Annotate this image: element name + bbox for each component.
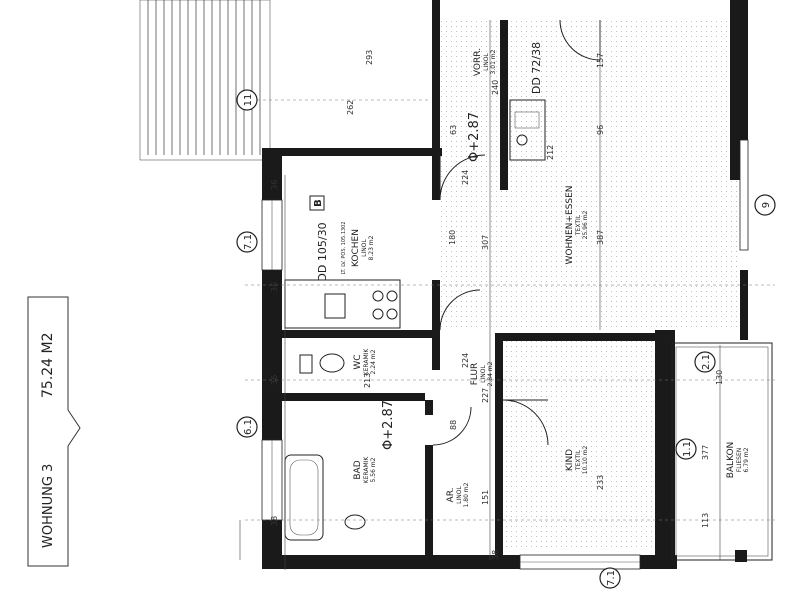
dim-63: 63 xyxy=(449,125,458,135)
svg-text:25.96 m2: 25.96 m2 xyxy=(582,210,589,239)
dim-180: 180 xyxy=(448,230,457,245)
svg-text:FLIESEN: FLIESEN xyxy=(736,448,743,472)
svg-text:3.01 m2: 3.01 m2 xyxy=(490,49,497,74)
svg-text:KOCHEN: KOCHEN xyxy=(351,229,361,267)
svg-text:5.56 m2: 5.56 m2 xyxy=(370,457,377,482)
dimension-lines xyxy=(239,20,721,570)
dim-36b: 36 xyxy=(270,282,279,292)
axis-marker-6-1: 6.1 xyxy=(236,416,258,438)
kind-floor-texture xyxy=(500,340,655,550)
svg-text:LINOL: LINOL xyxy=(483,53,490,71)
svg-text:TEXTIL: TEXTIL xyxy=(575,214,582,236)
room-label-vorr: VORR. LINOL 3.01 m2 xyxy=(473,48,497,76)
axis-marker-11: 11 xyxy=(236,89,258,111)
room-label-wc: WC KERAMIK 2.24 m2 xyxy=(353,348,377,376)
axis-marker-1-1: 1.1 xyxy=(675,438,697,460)
wc-fixture xyxy=(299,353,345,374)
svg-text:LINOL: LINOL xyxy=(480,365,487,383)
dim-157: 157 xyxy=(596,53,605,68)
dim-262: 262 xyxy=(346,100,355,115)
room-label-kochen: KOCHEN LINOL 8.23 m2 xyxy=(351,229,375,267)
kochen-note: LT. LV. POS. 105.1302 xyxy=(341,221,347,274)
svg-text:LINOL: LINOL xyxy=(361,239,368,257)
room-label-wohnen: WOHNEN+ESSEN TEXTIL 25.96 m2 xyxy=(565,186,589,265)
level-bad-label: Φ+2.87 xyxy=(381,400,396,450)
room-label-kind: KIND TEXTIL 10.10 m2 xyxy=(565,445,589,474)
room-label-flur: FLUR LINOL 2.84 m2 xyxy=(470,361,494,386)
svg-text:9: 9 xyxy=(761,202,772,208)
windows xyxy=(261,139,749,570)
dim-38b: 38 xyxy=(491,550,500,560)
svg-text:FLUR: FLUR xyxy=(470,363,480,386)
dim-38a: 38 xyxy=(270,516,279,526)
dim-387: 387 xyxy=(596,230,605,245)
svg-text:11: 11 xyxy=(243,94,254,107)
dim-377: 377 xyxy=(701,445,710,460)
dim-224a: 224 xyxy=(461,170,470,185)
svg-text:TEXTIL: TEXTIL xyxy=(575,449,582,471)
dim-113: 113 xyxy=(701,513,710,528)
unit-label-box xyxy=(27,296,81,567)
svg-text:B: B xyxy=(313,199,324,207)
dim-36c: 36 xyxy=(270,375,279,385)
svg-text:BAD: BAD xyxy=(353,460,363,479)
axis-marker-2-1: 2.1 xyxy=(694,351,716,373)
dim-307: 307 xyxy=(481,235,490,250)
svg-text:WC: WC xyxy=(353,354,363,369)
dim-293: 293 xyxy=(365,50,374,65)
room-label-ar: AR. LINOL 1.80 m2 xyxy=(446,482,470,507)
stair-hatching xyxy=(139,0,271,161)
dim-213: 213 xyxy=(363,373,372,388)
unit-label: WOHNUNG 3 xyxy=(41,464,56,548)
svg-text:AR.: AR. xyxy=(446,488,456,503)
stair-treads xyxy=(147,0,261,155)
room-label-balkon: BALKON FLIESEN 6.79 m2 xyxy=(726,442,750,479)
axis-marker-7-1-top: 7.1 xyxy=(236,231,258,253)
svg-text:7.1: 7.1 xyxy=(606,570,617,586)
svg-text:BALKON: BALKON xyxy=(726,442,736,479)
dim-88: 88 xyxy=(449,420,458,430)
svg-text:WOHNEN+ESSEN: WOHNEN+ESSEN xyxy=(565,186,575,265)
vorraum-cabinet xyxy=(509,99,546,161)
dd-kochen-label: DD 105/30 xyxy=(316,222,329,281)
svg-text:KIND: KIND xyxy=(565,449,575,471)
dim-151: 151 xyxy=(481,490,490,505)
room-label-bad: BAD KERAMIK 5.56 m2 xyxy=(353,456,377,484)
unit-area: 75.24 M2 xyxy=(40,332,56,398)
level-top-label: Φ+2.87 xyxy=(467,112,482,162)
svg-text:10.10 m2: 10.10 m2 xyxy=(582,445,589,474)
kitchen-fixtures xyxy=(284,279,401,329)
svg-text:2.24 m2: 2.24 m2 xyxy=(370,349,377,374)
dim-233: 233 xyxy=(596,475,605,490)
svg-text:7.1: 7.1 xyxy=(243,234,254,250)
svg-text:KERAMIK: KERAMIK xyxy=(363,348,370,376)
axis-marker-9: 9 xyxy=(754,194,776,216)
dim-240: 240 xyxy=(491,80,500,95)
dim-224b: 224 xyxy=(461,353,470,368)
axis-marker-7-1-bottom: 7.1 xyxy=(599,567,621,589)
dim-96: 96 xyxy=(596,125,605,135)
room-marker-b: B xyxy=(309,195,325,211)
dd-vorr-label: DD 72/38 xyxy=(530,42,543,94)
svg-text:6.1: 6.1 xyxy=(243,419,254,435)
svg-text:LINOL: LINOL xyxy=(456,486,463,504)
svg-text:2.84 m2: 2.84 m2 xyxy=(487,361,494,386)
svg-text:KERAMIK: KERAMIK xyxy=(363,456,370,484)
svg-text:1.1: 1.1 xyxy=(682,441,693,457)
svg-text:2.1: 2.1 xyxy=(701,354,712,370)
dim-130: 130 xyxy=(715,370,724,385)
axis-lines xyxy=(245,99,775,521)
dim-227: 227 xyxy=(481,388,490,403)
svg-text:8.23 m2: 8.23 m2 xyxy=(368,235,375,260)
svg-text:VORR.: VORR. xyxy=(473,48,483,76)
walls xyxy=(262,0,748,569)
svg-text:1.80 m2: 1.80 m2 xyxy=(463,482,470,507)
svg-text:6.79 m2: 6.79 m2 xyxy=(743,447,750,472)
dim-212: 212 xyxy=(546,145,555,160)
dim-36a: 36 xyxy=(270,180,279,190)
